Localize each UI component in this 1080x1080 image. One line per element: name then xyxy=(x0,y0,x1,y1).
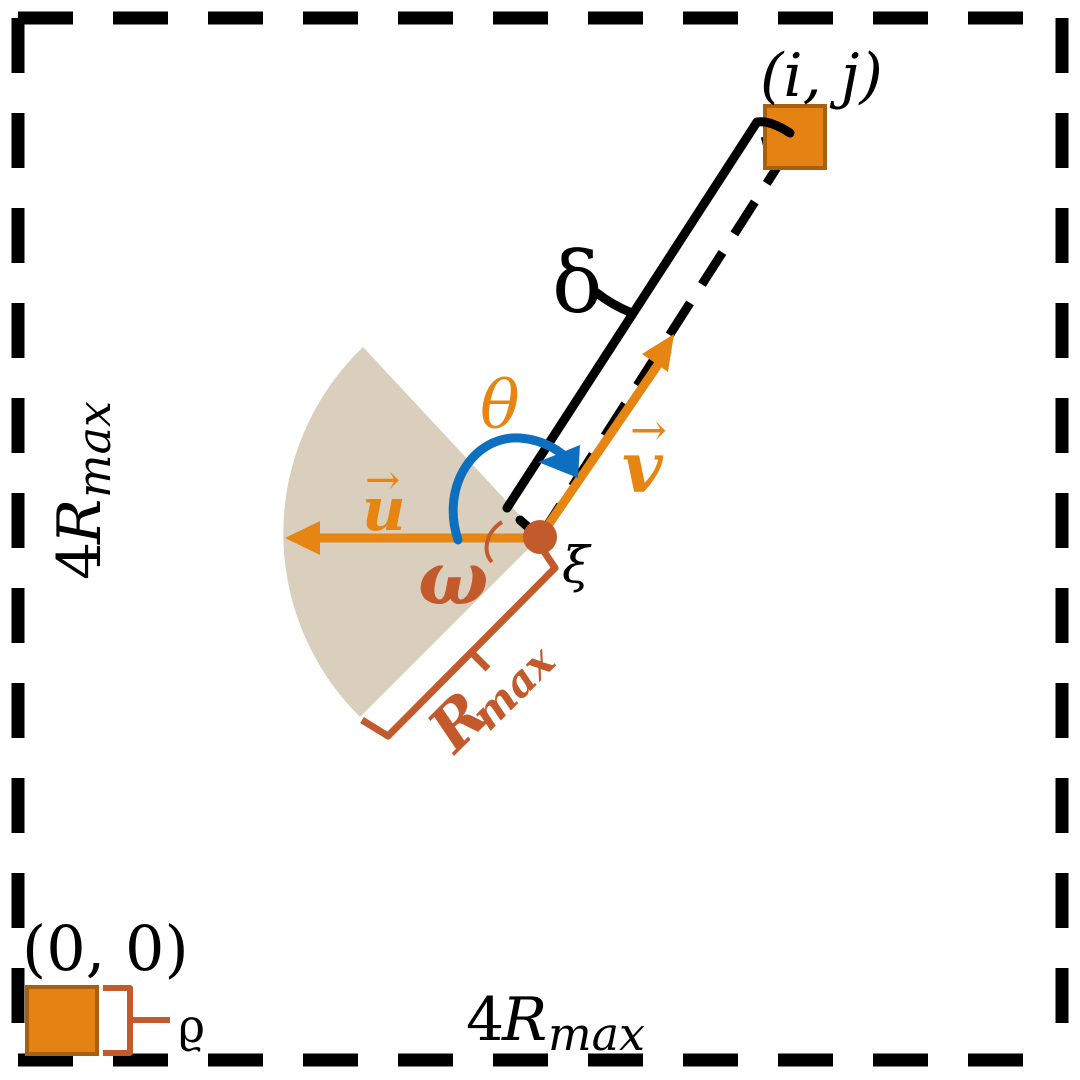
vector-u-arrow-glyph: → xyxy=(365,455,400,504)
omega-label: ω xyxy=(418,536,488,622)
left-side-subscript: max xyxy=(67,401,121,498)
domain-boundary xyxy=(11,11,1069,1067)
vector-v-arrowhead xyxy=(642,334,674,372)
theta-arc xyxy=(448,433,575,545)
left-side-label: 4 R max xyxy=(45,401,121,580)
vector-v-label: v xyxy=(622,426,664,509)
bottom-side-subscript: max xyxy=(548,1007,645,1061)
bottom-side-letter: R xyxy=(501,985,547,1055)
origin-label: (0, 0) xyxy=(22,912,189,985)
target-cell xyxy=(763,104,827,170)
delta-bracket xyxy=(502,117,795,532)
origin-cell xyxy=(25,985,99,1056)
omega-arc xyxy=(484,520,504,564)
sensing-sector xyxy=(283,347,540,717)
left-side-letter: R xyxy=(45,499,115,545)
vector-v xyxy=(536,347,672,540)
xi-label: ξ xyxy=(562,536,592,594)
vector-u-arrowhead xyxy=(285,521,320,555)
theta-label: θ xyxy=(480,367,520,444)
theta-arrowhead xyxy=(538,445,580,478)
bottom-side-coef: 4 xyxy=(466,985,504,1055)
bottom-side-label: 4 R max xyxy=(466,985,645,1061)
rho-bracket xyxy=(103,985,170,1056)
vector-v-arrow-glyph: → xyxy=(630,405,667,456)
agent-point xyxy=(523,520,557,554)
left-side-coef: 4 xyxy=(45,542,115,580)
vector-u-label: u xyxy=(362,475,406,545)
target-cell-label: (i, j) xyxy=(760,41,883,111)
delta-label: δ xyxy=(552,234,603,332)
rmax-bracket xyxy=(360,548,559,740)
rho-label: ϱ xyxy=(178,999,205,1053)
